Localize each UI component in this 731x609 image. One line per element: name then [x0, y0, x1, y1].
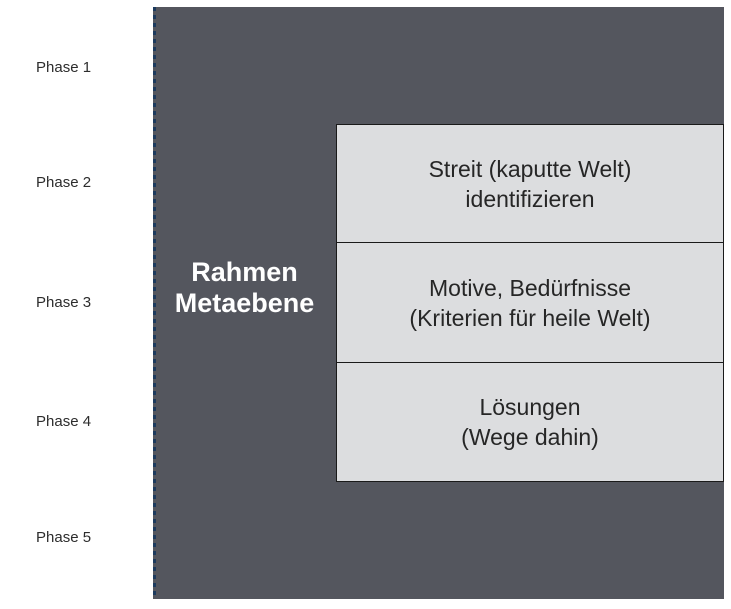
phase-boxes-stack: Streit (kaputte Welt) identifizieren Mot… — [336, 124, 724, 482]
box-streit-text: Streit (kaputte Welt) identifizieren — [429, 154, 632, 214]
phase-label-1: Phase 1 — [36, 59, 92, 76]
box-loesungen-text: Lösungen (Wege dahin) — [461, 392, 599, 452]
box-streit-line2: identifizieren — [465, 185, 595, 212]
box-loesungen-line2: (Wege dahin) — [461, 424, 599, 450]
phase-label-3: Phase 3 — [36, 294, 92, 311]
phase-label-4: Phase 4 — [36, 413, 92, 430]
frame-title: Rahmen Metaebene — [153, 257, 336, 319]
frame-title-line2: Metaebene — [174, 288, 315, 318]
box-streit-identifizieren: Streit (kaputte Welt) identifizieren — [337, 125, 723, 242]
phase-label-2: Phase 2 — [36, 174, 92, 191]
meta-frame-rect: Rahmen Metaebene Streit (kaputte Welt) i… — [153, 7, 724, 599]
box-streit-line1: Streit (kaputte Welt) — [428, 155, 632, 182]
box-loesungen: Lösungen (Wege dahin) — [337, 362, 723, 481]
box-motive-line2: (Kriterien für heile Welt) — [409, 304, 651, 331]
frame-title-line1: Rahmen — [191, 257, 298, 287]
box-loesungen-line1: Lösungen — [479, 394, 581, 420]
box-motive-text: Motive, Bedürfnisse (Kriterien für heile… — [409, 273, 650, 333]
box-motive-beduerfnisse: Motive, Bedürfnisse (Kriterien für heile… — [337, 242, 723, 362]
box-motive-line1: Motive, Bedürfnisse — [429, 274, 631, 301]
dashed-left-edge — [153, 7, 156, 599]
phase-label-5: Phase 5 — [36, 529, 92, 546]
